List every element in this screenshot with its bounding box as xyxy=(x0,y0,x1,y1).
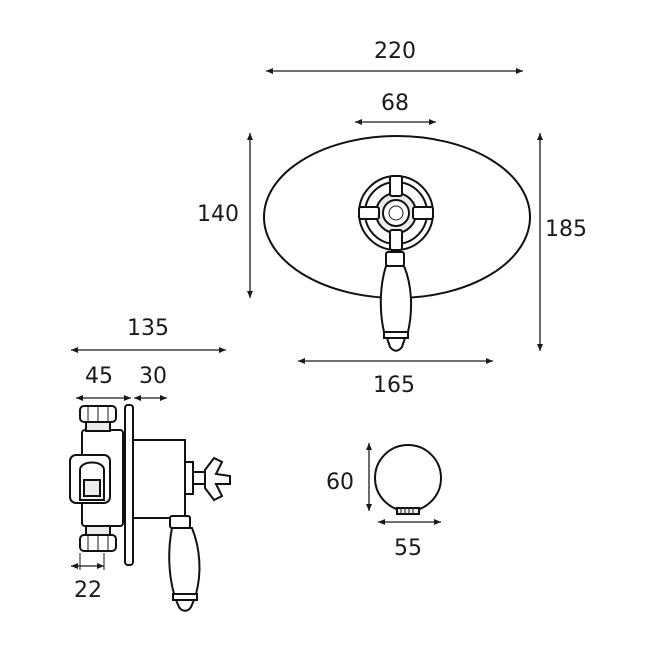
dim-total-height: 185 xyxy=(537,133,587,351)
dim-handle-width-label: 68 xyxy=(381,91,409,116)
dim-side-depth: 135 xyxy=(71,316,226,353)
crosshead-handle xyxy=(358,175,434,251)
side-lever-handle xyxy=(168,515,201,612)
top-pipe-connector xyxy=(79,405,117,432)
dim-outlet-width-label: 55 xyxy=(394,536,422,561)
dim-pipe-width-label: 22 xyxy=(74,578,102,603)
outlet-elbow xyxy=(374,444,442,515)
dim-plate-width-label: 220 xyxy=(374,39,416,64)
dim-side-front: 30 xyxy=(134,364,167,401)
dim-side-body: 45 xyxy=(76,364,131,401)
dim-total-height-label: 185 xyxy=(545,217,587,242)
dim-plate-width: 220 xyxy=(266,39,523,74)
trim-sleeve xyxy=(132,439,186,519)
dim-plate-height-label: 140 xyxy=(197,202,239,227)
side-view xyxy=(69,404,231,612)
dim-side-depth-label: 135 xyxy=(127,316,169,341)
dim-outlet-height-label: 60 xyxy=(326,470,354,495)
side-crosshead xyxy=(192,456,231,502)
dim-handle-width: 68 xyxy=(355,91,436,125)
dim-side-body-label: 45 xyxy=(85,364,113,389)
lever-handle-front xyxy=(379,251,413,352)
dim-plate-bottom-width: 165 xyxy=(298,358,493,398)
dim-side-front-label: 30 xyxy=(139,364,167,389)
dim-outlet-height: 60 xyxy=(326,443,372,511)
front-view xyxy=(263,135,531,352)
dim-plate-bottom-width-label: 165 xyxy=(373,373,415,398)
trim-collar xyxy=(184,461,194,495)
side-wall-plate xyxy=(124,404,134,566)
dim-plate-height: 140 xyxy=(197,133,253,298)
dim-outlet-width: 55 xyxy=(378,519,441,561)
cartridge-fitting xyxy=(69,454,111,504)
dim-pipe-width: 22 xyxy=(71,553,105,603)
bottom-pipe-connector xyxy=(79,525,117,552)
